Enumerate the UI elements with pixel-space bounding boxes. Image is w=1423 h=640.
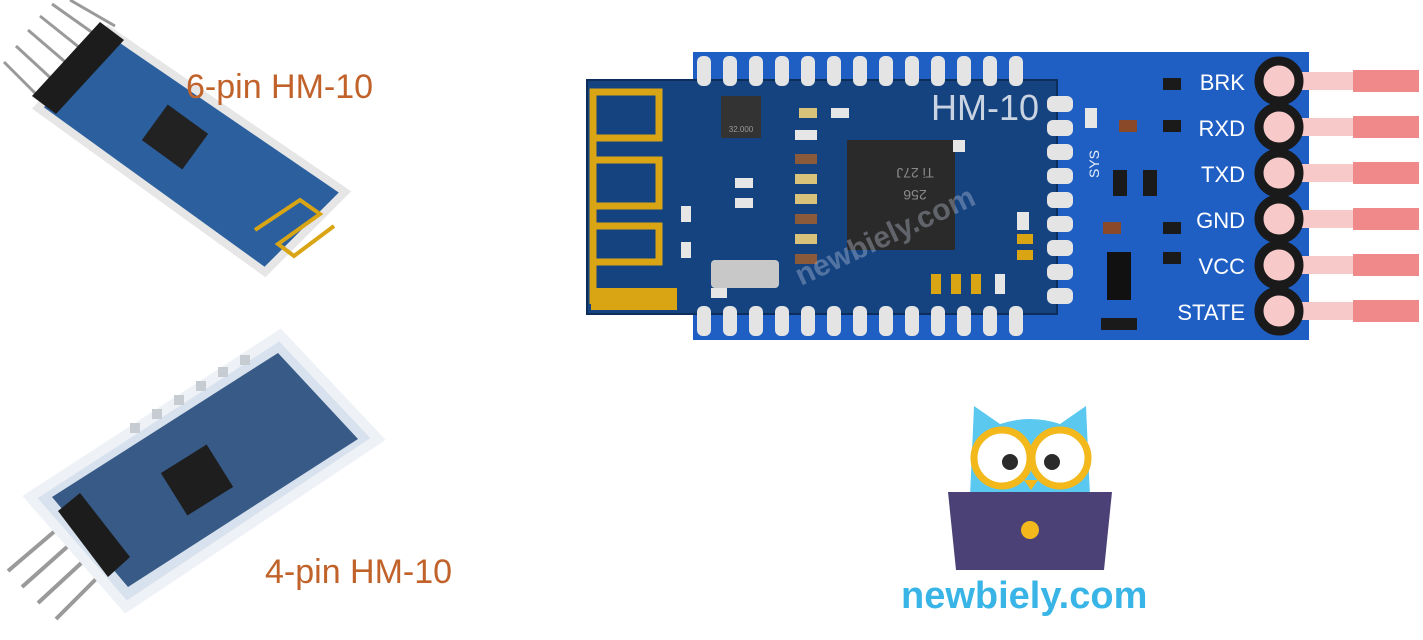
smd-components (681, 78, 1181, 330)
crystal-marking: 32.000 (729, 125, 754, 134)
pin-txd: TXD (1201, 148, 1419, 198)
pin-vcc: VCC (1199, 240, 1419, 290)
pin-txd-ring (1254, 148, 1304, 198)
chip-marking-1: Ti 27J (896, 165, 934, 181)
top-pads (697, 56, 1023, 86)
module-name: HM-10 (931, 87, 1039, 128)
pin-state: STATE (1177, 286, 1419, 336)
six-pin-chip (141, 104, 209, 170)
pin-gnd-ring (1254, 194, 1304, 244)
pin-state-label: STATE (1177, 300, 1245, 325)
owl-logo-icon (948, 406, 1112, 570)
four-pin-label: 4-pin HM-10 (265, 553, 453, 591)
pin-state-ring (1254, 286, 1304, 336)
pin-brk-ring (1254, 56, 1304, 106)
pin-header: BRK RXD TXD GND (1177, 52, 1419, 340)
sys-label: SYS (1086, 150, 1102, 178)
pin-gnd-label: GND (1196, 208, 1245, 233)
pin-vcc-label: VCC (1199, 254, 1246, 279)
owl-glasses-right (1028, 426, 1092, 490)
chip-marking-2: 256 (903, 187, 927, 203)
brand-site-text: newbiely.com (901, 575, 1148, 617)
four-pin-pads (130, 355, 250, 433)
side-pads (1047, 96, 1073, 304)
six-pin-header-block (32, 22, 124, 114)
pin-rxd: RXD (1199, 102, 1419, 152)
pin-state-tip (1353, 300, 1419, 322)
pin-rxd-label: RXD (1199, 116, 1245, 141)
pin-gnd: GND (1196, 194, 1419, 244)
bottom-pads (697, 306, 1023, 336)
pin-vcc-tip (1353, 254, 1419, 276)
owl-beak (1024, 480, 1038, 490)
four-pin-chip (160, 444, 234, 516)
four-pin-module-image (6, 328, 386, 621)
hm10-pinout-board: 32.000 Ti 27J 256 (586, 52, 1419, 340)
owl-pupil-right (1044, 454, 1060, 470)
pin-gnd-tip (1353, 208, 1419, 230)
owl-glasses-left (970, 426, 1034, 490)
six-pin-label: 6-pin HM-10 (186, 68, 374, 106)
pin-brk-tip (1353, 70, 1419, 92)
pin-txd-tip (1353, 162, 1419, 184)
antenna-ground-pad (591, 288, 677, 310)
owl-pupil-left (1002, 454, 1018, 470)
pin-txd-label: TXD (1201, 162, 1245, 187)
laptop-logo-dot (1021, 521, 1039, 539)
antenna-trace (589, 88, 663, 304)
six-pin-module-image (2, 0, 352, 278)
crystal-oscillator (721, 96, 761, 138)
main-chip (847, 140, 955, 250)
six-pin-antenna (253, 197, 336, 259)
pin-rxd-ring (1254, 102, 1304, 152)
pin-brk-label: BRK (1200, 70, 1246, 95)
pin-brk: BRK (1200, 56, 1419, 106)
pin-vcc-ring (1254, 240, 1304, 290)
four-pin-header-block (58, 493, 130, 577)
pin-rxd-tip (1353, 116, 1419, 138)
